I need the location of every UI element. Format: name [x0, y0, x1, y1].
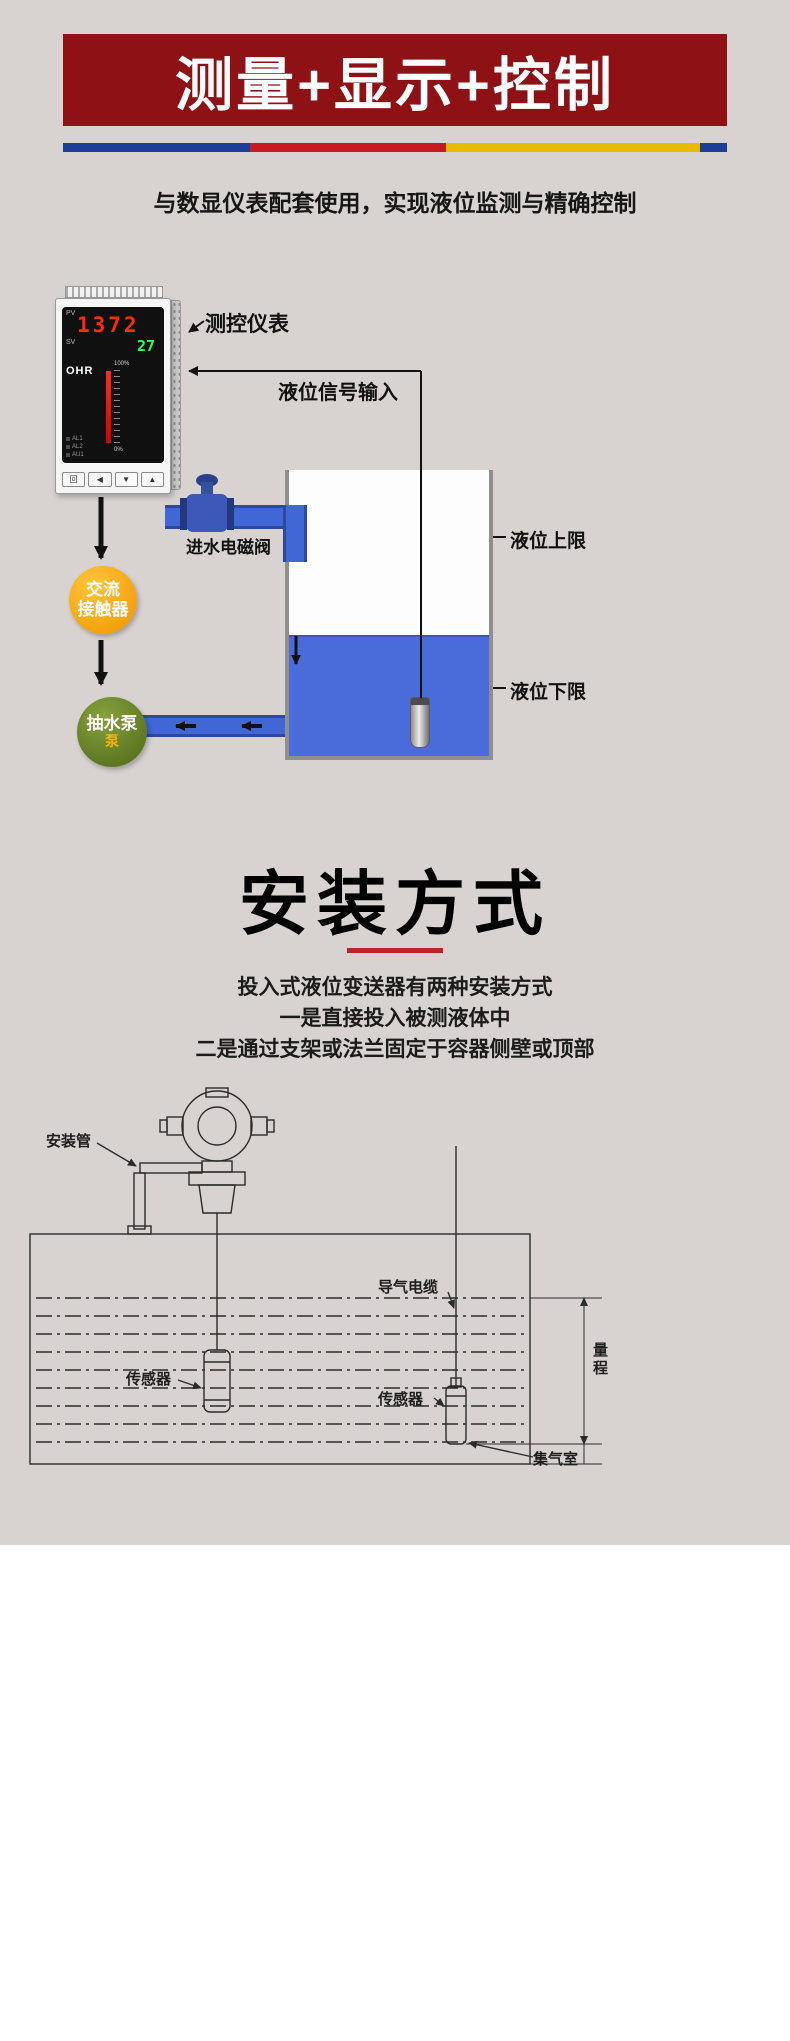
tank-outline [29, 1233, 531, 1465]
install-description: 投入式液位变送器有两种安装方式 一是直接投入被测液体中 二是通过支架或法兰固定于… [0, 972, 790, 1065]
pump-label: 抽水泵 [86, 713, 138, 733]
inlet-pipe-drop [283, 505, 307, 562]
contactor-label-line1: 交流 [86, 580, 120, 599]
panel-button-down: ▼ [114, 472, 138, 487]
label-upper-limit: 液位上限 [510, 531, 587, 552]
indicator-list: AL1 AL2 AU1 [66, 436, 84, 458]
pv-label: PV [66, 310, 76, 317]
panel-button-row: 回 ◀ ▼ ▲ [62, 472, 164, 487]
indicator-al2: AL2 [66, 444, 84, 450]
stripe-segment-blue [63, 143, 250, 152]
indicator-dot [66, 437, 70, 441]
water-lines [36, 1297, 524, 1443]
gas-chamber-leader [468, 1440, 534, 1458]
label-range: 量程 [591, 1342, 608, 1378]
tank-liquid [289, 635, 489, 756]
page-title: 测量+显示+控制 [175, 53, 615, 118]
install-desc-line2: 一是直接投入被测液体中 [279, 1007, 511, 1030]
install-desc-line1: 投入式液位变送器有两种安装方式 [237, 976, 553, 999]
label-sensor-right: 传感器 [378, 1391, 424, 1408]
sensor-right-leader [433, 1397, 445, 1407]
outlet-pipe [140, 715, 285, 737]
tank-wall-right [489, 470, 493, 760]
installation-drawing [29, 1087, 602, 1465]
indicator-label: AU1 [72, 452, 84, 458]
mount-pipe-vertical [133, 1172, 146, 1230]
sensor-left-body [203, 1349, 231, 1413]
valve-flange-left [180, 498, 187, 530]
stripe-segment-blue-end [700, 143, 727, 152]
panel-button-set: 回 [62, 472, 86, 487]
transmitter-port-right-cap [266, 1119, 275, 1133]
install-desc-line3: 二是通过支架或法兰固定于容器侧壁或顶部 [195, 1038, 595, 1061]
indicator-label: AL2 [72, 444, 83, 450]
bargraph-bottom-label: 0% [114, 447, 123, 453]
transmitter-neck [201, 1160, 233, 1173]
transmitter-port-right [250, 1116, 268, 1136]
mount-pipe-leader [96, 1142, 137, 1167]
solenoid-valve [178, 474, 236, 536]
bargraph [106, 371, 111, 443]
indicator-al1: AL1 [66, 436, 84, 442]
instrument-label-leader [188, 320, 205, 333]
pump-sub-label: 泵 [105, 732, 119, 749]
label-signal-input: 液位信号输入 [278, 382, 398, 404]
title-divider [347, 948, 443, 953]
indicator-au1: AU1 [66, 452, 84, 458]
bargraph-scale [114, 370, 120, 446]
label-mount-pipe: 安装管 [46, 1133, 92, 1150]
valve-body [186, 494, 228, 532]
panel-button-up: ▲ [140, 472, 164, 487]
indicator-dot [66, 453, 70, 457]
sensor-right-body [445, 1385, 467, 1445]
transmitter-top-cap [205, 1087, 229, 1098]
instrument-vent [65, 286, 163, 298]
transmitter-lower-body [198, 1184, 236, 1214]
pv-value: 1372 [77, 313, 140, 337]
label-gas-chamber: 集气室 [533, 1451, 579, 1468]
install-section-title: 安装方式 [239, 865, 551, 943]
header-subtitle: 与数显仪表配套使用，实现液位监测与精确控制 [153, 190, 637, 216]
controller-instrument: PV 1372 SV 27 OHR 100% 0% AL1 AL2 AU1 回 … [55, 286, 181, 494]
water-pump-badge: 抽水泵 泵 [77, 697, 147, 767]
stripe-segment-red [250, 143, 446, 152]
label-air-cable: 导气电缆 [378, 1279, 439, 1296]
decor-stripe [63, 143, 727, 152]
sv-value: 27 [136, 337, 155, 355]
bargraph-top-label: 100% [114, 361, 130, 367]
stripe-segment-yellow [446, 143, 700, 152]
label-sensor-left: 传感器 [126, 1371, 172, 1388]
mount-pipe-horizontal [139, 1162, 203, 1174]
sensor-right-neck [450, 1377, 462, 1388]
air-cable-leader [447, 1291, 455, 1309]
instrument-screen: PV 1372 SV 27 OHR 100% 0% AL1 AL2 AU1 [62, 307, 164, 463]
mount-plate [127, 1225, 152, 1235]
indicator-label: AL1 [72, 436, 83, 442]
ac-contactor-badge: 交流 接触器 [69, 566, 137, 634]
indicator-dot [66, 445, 70, 449]
valve-flange-right [227, 498, 234, 530]
label-lower-limit: 液位下限 [510, 682, 587, 703]
transmitter-port-left-cap [159, 1119, 168, 1133]
panel-button-shift: ◀ [88, 472, 112, 487]
submersible-level-sensor [410, 697, 430, 748]
tank-wall-left [285, 470, 289, 760]
header-banner: 测量+显示+控制 [63, 34, 727, 126]
label-inlet-valve: 进水电磁阀 [186, 538, 271, 557]
brand-logo: OHR [66, 365, 94, 377]
footer-blank-area [0, 1545, 790, 2041]
tank-air-space [289, 470, 489, 635]
tank-wall-bottom [285, 756, 493, 760]
sensor-left-leader [177, 1379, 202, 1390]
valve-stem [201, 482, 213, 496]
contactor-label-line2: 接触器 [77, 600, 129, 619]
transmitter-display [197, 1106, 237, 1146]
instrument-side-panel [171, 300, 181, 490]
transmitter-head [181, 1090, 253, 1162]
transmitter-port-left [166, 1116, 184, 1136]
transmitter-flange [188, 1171, 246, 1186]
instrument-body: PV 1372 SV 27 OHR 100% 0% AL1 AL2 AU1 回 … [55, 298, 171, 494]
label-instrument: 测控仪表 [205, 313, 289, 336]
sv-label: SV [66, 339, 76, 346]
